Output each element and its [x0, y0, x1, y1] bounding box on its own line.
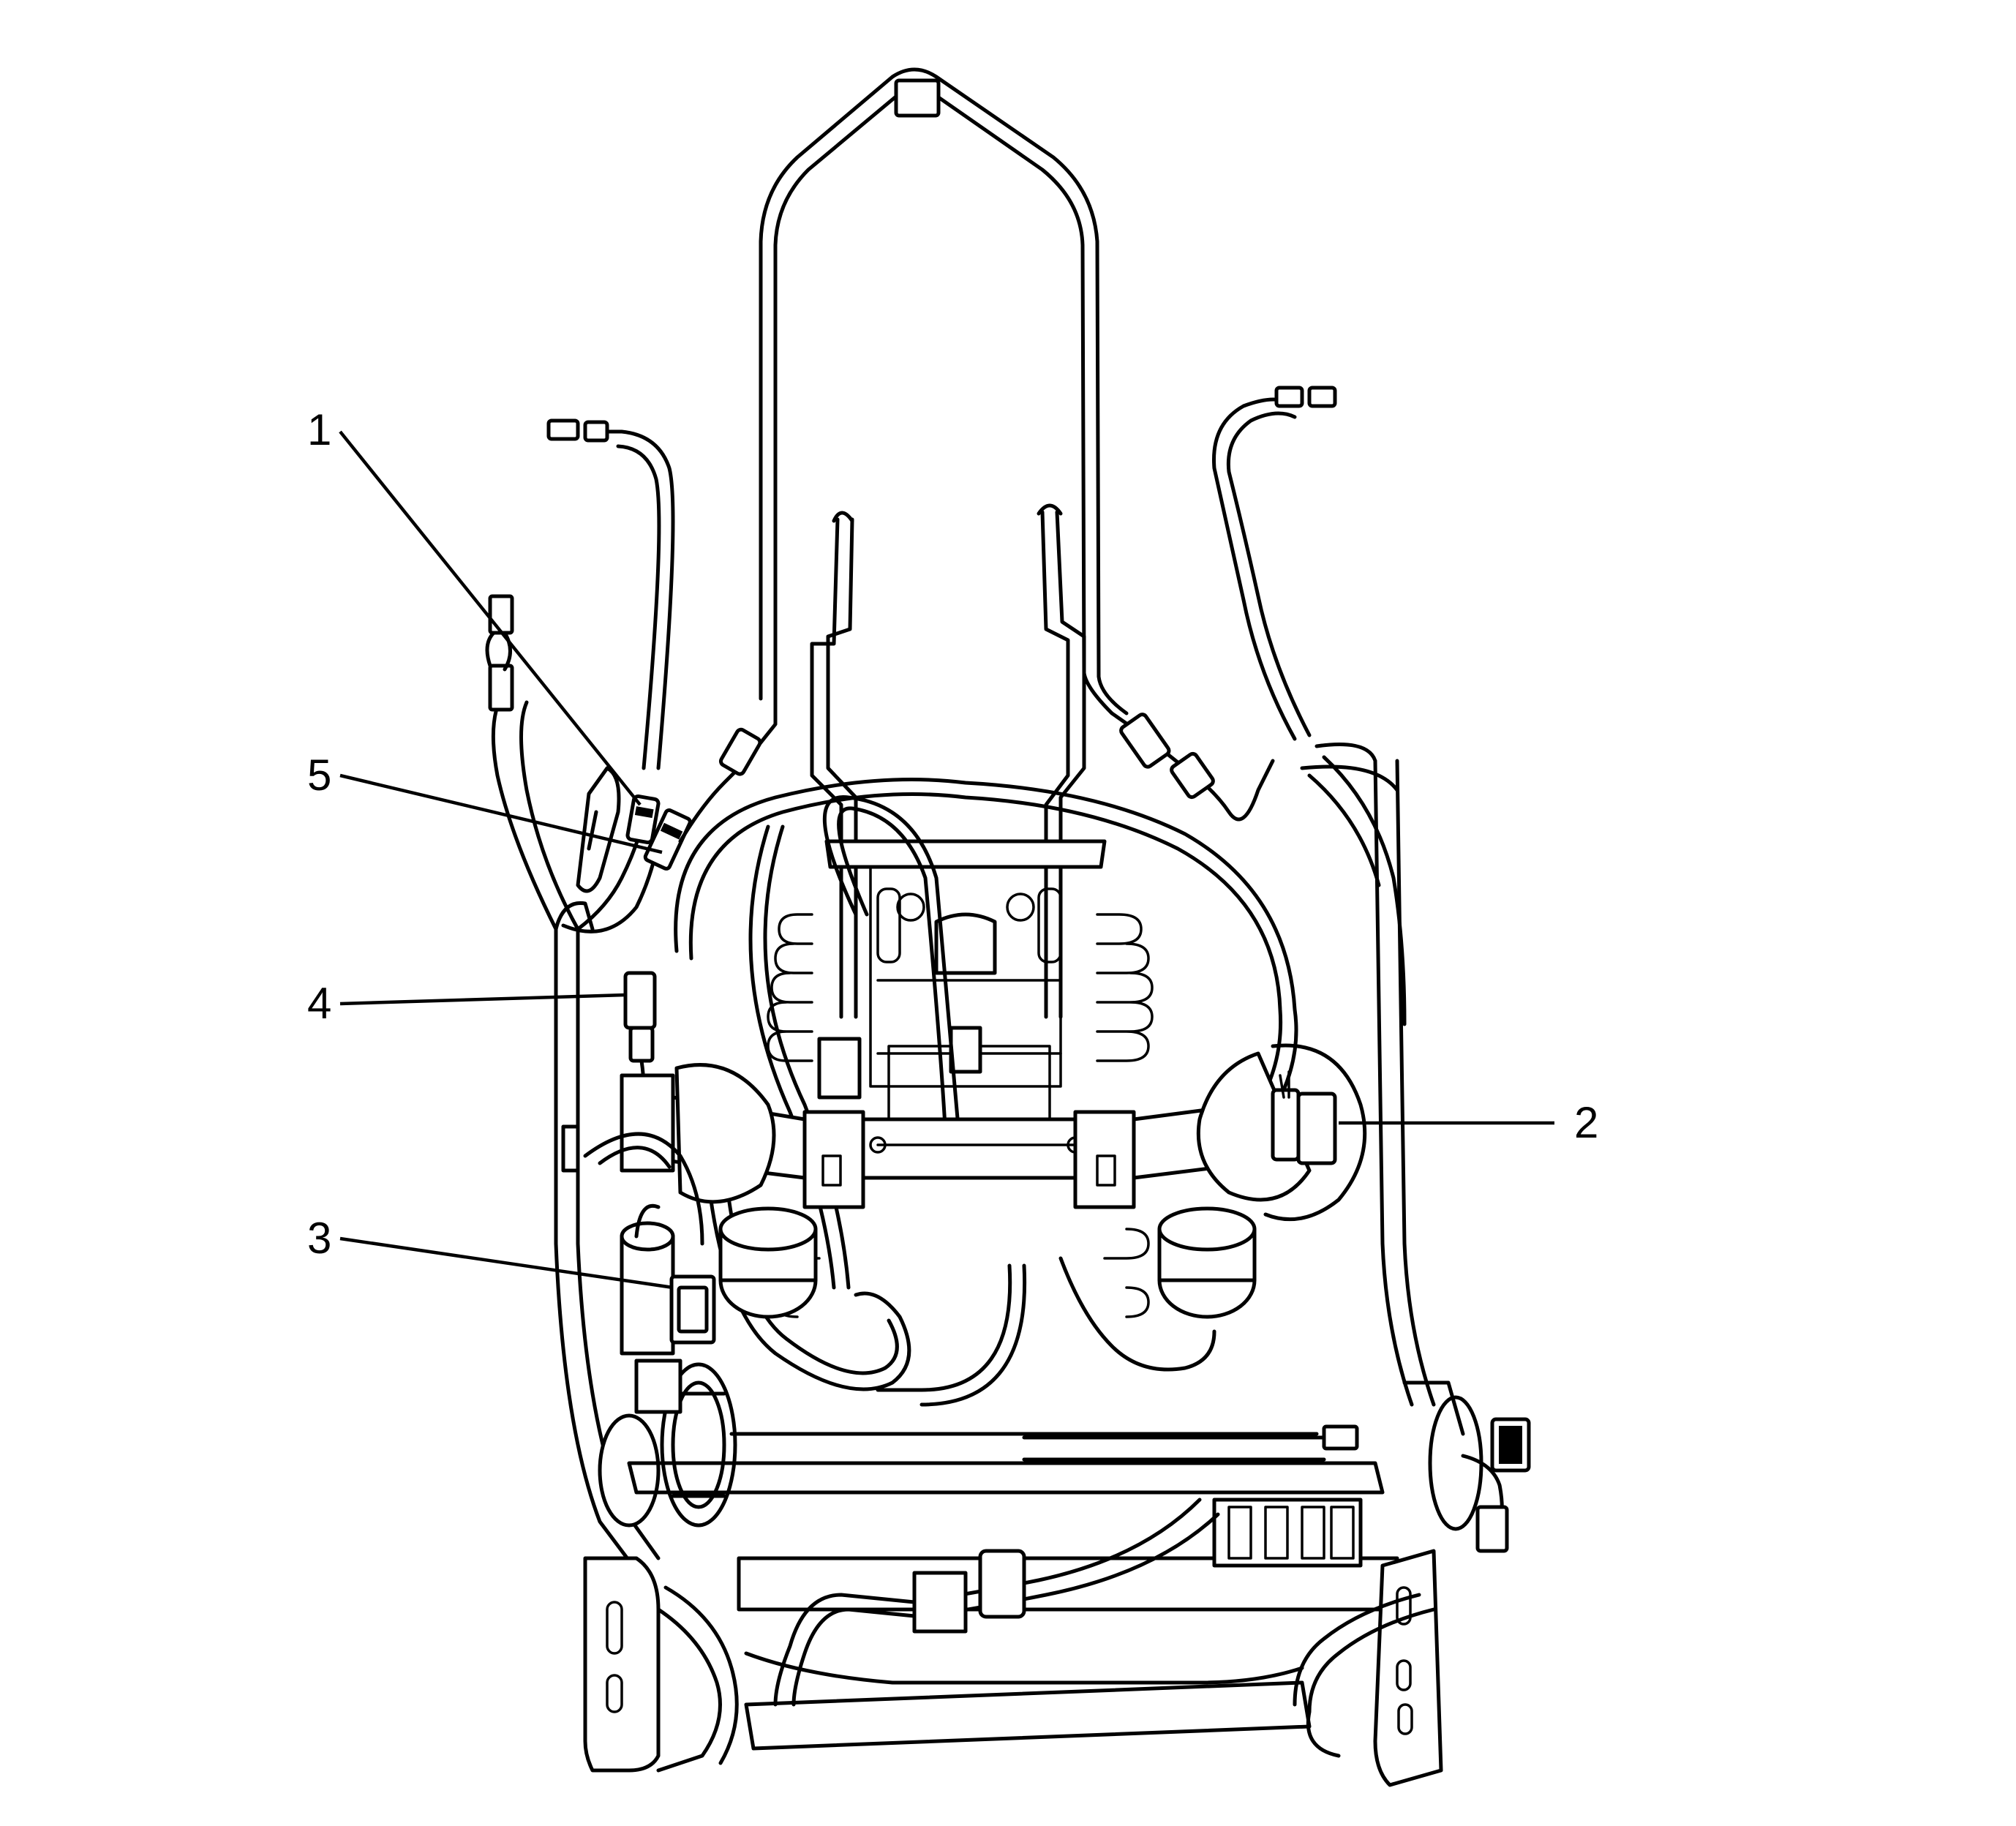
- seatback-frame: [759, 67, 1129, 715]
- leader-3: [339, 1236, 674, 1290]
- callout-1: 1: [307, 405, 331, 454]
- right-side-frame: [1110, 386, 1436, 1407]
- left-side-frame: [485, 418, 675, 1582]
- lumbar-panel: [817, 839, 1107, 1157]
- harness-loops: [674, 778, 1298, 1407]
- callout-2: 2: [1574, 1098, 1598, 1147]
- connector-5: [643, 808, 692, 871]
- leader-5: [339, 773, 663, 854]
- right-rail-bracket: [1293, 1380, 1531, 1787]
- callout-3: 3: [307, 1214, 331, 1263]
- lower-left-mechanism: [598, 1359, 1399, 1751]
- left-recliner: [583, 1073, 704, 1356]
- callout-5: 5: [307, 751, 331, 800]
- callout-4: 4: [307, 979, 331, 1028]
- connector-4: [623, 971, 657, 1092]
- upper-left-inline-connector: [678, 693, 778, 844]
- leader-lines: [339, 430, 1554, 1290]
- callout-labels: 1 2 3 4 5: [307, 405, 1598, 1263]
- connector-1: [625, 794, 661, 845]
- connector-3: [669, 1274, 716, 1345]
- headrest-clip: [894, 78, 941, 118]
- connector-2: [1271, 1070, 1337, 1165]
- guide-rods: [810, 503, 1086, 1019]
- left-rail-bracket: [583, 1556, 739, 1773]
- leader-1: [339, 430, 642, 806]
- leader-4: [339, 993, 626, 1006]
